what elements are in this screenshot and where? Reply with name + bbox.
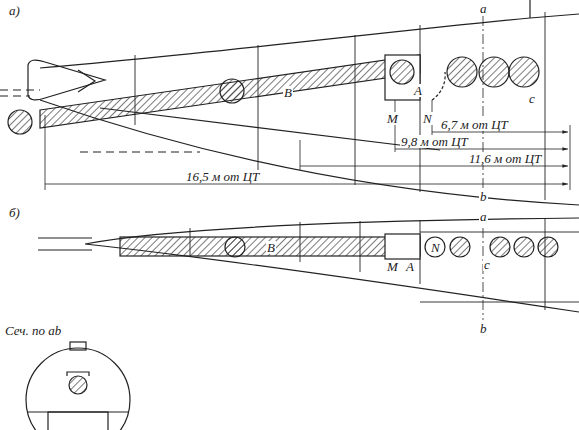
dimension-line [45, 184, 568, 185]
drawing-label: b [479, 322, 488, 335]
drawing-label: c [483, 258, 491, 271]
drawing-label: a [479, 2, 488, 15]
plan-bulkheads [190, 218, 579, 310]
torpedo [479, 57, 509, 87]
section-hull [26, 348, 130, 430]
drawing-label: а) [8, 4, 21, 17]
torpedo [538, 237, 558, 257]
drawing-label: б) [8, 206, 21, 219]
drawing-label: 16,5 м от ЦТ [185, 170, 260, 183]
dimension-line [300, 166, 568, 167]
drawing-label: Сеч. по аb [4, 324, 62, 337]
drawing-label: N [422, 112, 433, 125]
extension-lines [45, 100, 432, 190]
torpedo [490, 237, 510, 257]
plan-tube [120, 237, 420, 256]
drawing-label: a [479, 210, 488, 223]
drawing-label: B [266, 241, 276, 254]
plan-tube-box [385, 234, 420, 259]
dimension-line [432, 132, 568, 133]
keel-line [100, 108, 440, 150]
fin-v [78, 70, 95, 92]
torpedo [225, 237, 245, 257]
stern-fin [28, 60, 105, 100]
shafts [38, 238, 92, 250]
drawing-label: N [430, 241, 441, 254]
swing-arc [432, 72, 445, 100]
torpedo [425, 237, 445, 257]
section-tower [70, 342, 86, 350]
section-box [48, 412, 108, 430]
section-bracket [67, 372, 89, 376]
torpedo-tube [40, 55, 420, 128]
torpedo [220, 79, 244, 103]
drawing-label: A [405, 260, 415, 273]
dim-ends [570, 125, 571, 190]
section-line [483, 16, 484, 320]
torpedo [450, 237, 470, 257]
drawing-label: A [413, 84, 423, 97]
drawing-label: 9,8 м от ЦТ [400, 135, 469, 148]
tower-step [529, 0, 530, 18]
bulkheads [135, 12, 545, 200]
torpedo [514, 237, 534, 257]
torpedo [8, 110, 32, 134]
drawing-label: 6,7 м от ЦТ [440, 118, 509, 131]
plan-hull [85, 218, 579, 312]
torpedo [447, 57, 477, 87]
drawing-label: 11,6 м от ЦТ [468, 152, 542, 165]
torpedo [509, 57, 539, 87]
torpedo [390, 60, 414, 84]
drawing-label: B [283, 86, 293, 99]
drawing-label: c [528, 92, 536, 105]
section-torpedo [69, 376, 87, 394]
drawing-label: M [386, 112, 399, 125]
drawing-label: M [386, 260, 399, 273]
drawing-label: b [479, 190, 488, 203]
dimension-line [395, 149, 568, 150]
